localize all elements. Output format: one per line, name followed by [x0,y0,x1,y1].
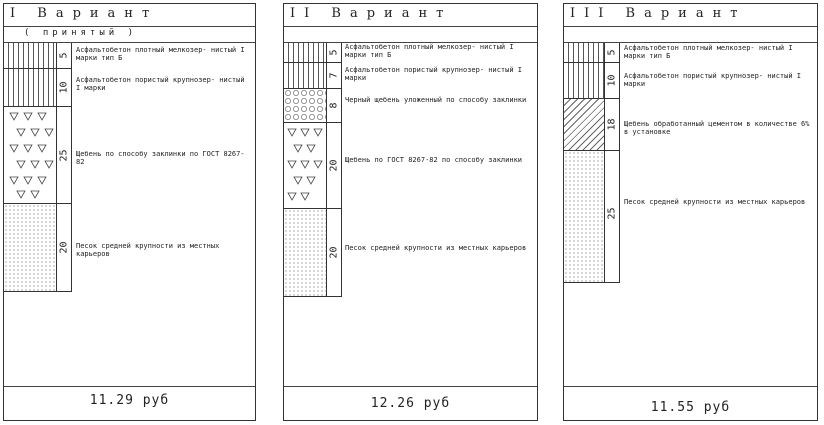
layer-3-thickness: 8 [328,102,340,109]
variant-price: 12.26 руб [370,396,451,411]
layer-2-pattern [284,63,326,89]
layer-3-description: Черный щебень уложенный по способу закли… [345,96,527,104]
layer-4-description: Песок средней крупности из местных карье… [624,198,806,206]
triangle-pattern [287,128,323,201]
layer-1-thickness: 5 [58,52,70,59]
layer-1-description: Асфальтобетон плотный мелкозер- нистый I… [76,46,245,62]
layer-3-thickness: 25 [58,149,70,162]
layer-3-pattern [284,89,326,123]
layer-3-thickness: 18 [606,118,618,131]
variant-title: III Вариант [570,6,747,21]
layer-4-thickness: 25 [606,207,618,220]
layer-2-pattern [4,69,56,107]
layer-4-pattern [4,204,56,292]
layer-4-pattern [564,151,604,283]
variant-panel-1: I Вариант ( принятый ) 5 10 25 20 Асфаль… [3,3,256,421]
layer-2-thickness: 10 [58,81,70,94]
layer-2-description: Асфальтобетон пористый крупнозер- нистый… [76,76,245,92]
layer-2-description: Асфальтобетон пористый крупнозер- нистый… [624,72,802,88]
layer-2-thickness: 7 [328,72,340,79]
variant-price: 11.29 руб [89,393,170,408]
variant-panel-2: II Вариант 5 7 8 20 20 Асфальтобетон пло… [283,3,538,421]
layer-4-pattern [284,123,326,209]
variant-title: II Вариант [290,6,453,21]
triangle-pattern [9,112,54,199]
layer-3-pattern [4,107,56,204]
variant-price: 11.55 руб [650,400,731,415]
variant-title: I Вариант [10,6,159,21]
layer-5-pattern [284,209,326,297]
layer-1-description: Асфальтобетон плотный мелкозер- нистый I… [345,43,514,59]
layer-1-thickness: 5 [606,49,618,56]
layer-1-description: Асфальтобетон плотный мелкозер- нистый I… [624,44,793,60]
layer-2-description: Асфальтобетон пористый крупнозер- нистый… [345,66,523,82]
layer-5-thickness: 20 [328,246,340,259]
layer-1-thickness: 5 [328,49,340,56]
layer-2-thickness: 10 [606,74,618,87]
layer-4-thickness: 20 [328,159,340,172]
layer-4-description: Песок средней крупности из местных карье… [76,242,220,258]
layer-2-pattern [564,63,604,99]
layer-4-thickness: 20 [58,241,70,254]
layer-3-pattern [564,99,604,151]
layer-1-pattern [564,43,604,63]
layer-5-description: Песок средней крупности из местных карье… [345,244,527,252]
layer-1-pattern [284,43,326,63]
variant-subtitle: ( принятый ) [24,28,138,38]
variant-panel-3: III Вариант 5 10 18 25 Асфальтобетон пло… [563,3,818,421]
layer-4-description: Щебень по ГОСТ 8267-82 по способу заклин… [345,156,523,164]
layer-3-description: Щебень обработанный цементом в количеств… [624,120,810,136]
layer-1-pattern [4,43,56,69]
layer-3-description: Щебень по способу заклинки по ГОСТ 8267-… [76,150,245,166]
